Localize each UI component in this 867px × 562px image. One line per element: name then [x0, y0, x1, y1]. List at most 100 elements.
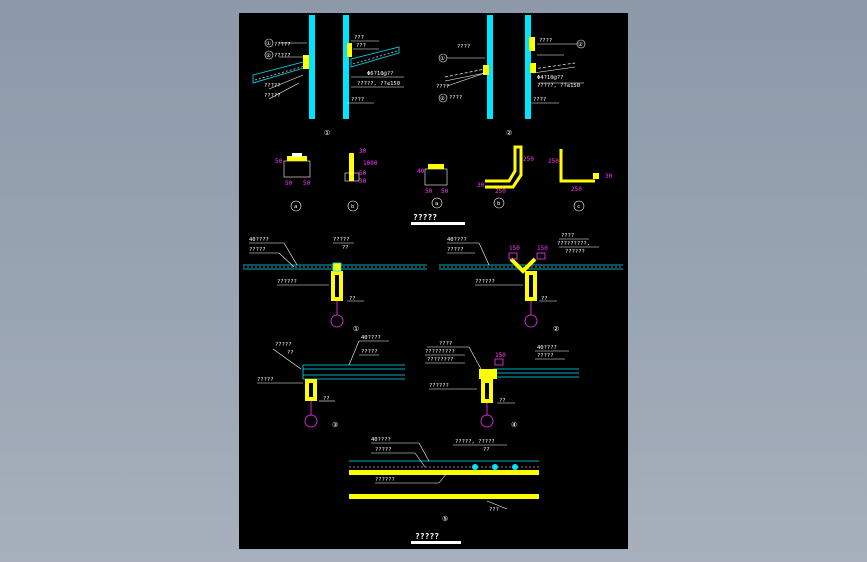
j4-label2: ?????????: [425, 349, 455, 355]
details-caption: ?????: [413, 213, 437, 222]
detail-b-number: b: [351, 204, 354, 210]
j4-number: ④: [511, 421, 517, 429]
anchor-right: [347, 43, 352, 57]
footer-caption-underline: [411, 541, 461, 544]
detail-c-number: c: [577, 204, 580, 210]
s1-bubble-mid: ②: [266, 52, 271, 59]
detail-a-dim1: 50: [275, 158, 283, 165]
j1-number: ①: [353, 325, 359, 333]
s1-label-c: ?????: [264, 93, 281, 99]
j5-label1: 40????: [371, 437, 391, 443]
j4-label3: ????????: [427, 357, 454, 363]
s1-label-top: ?????: [274, 42, 291, 48]
wall-detail-1: ????? ① ????? ② ????? ????? ??? ??? Φ6?1…: [252, 15, 404, 137]
j1-label1: 40????: [249, 237, 269, 243]
s2-label-l1: ????: [457, 44, 470, 50]
j2-label5: ?????????,: [557, 241, 590, 247]
wall-column-left: [309, 15, 315, 119]
anchor-left-2: [483, 65, 489, 75]
joint-detail-4: ???? ????????? ???????? 40???? ????? ???…: [425, 341, 579, 429]
s1-label-r4: ?????, ??≤150: [357, 81, 400, 87]
j5-top-beam: [349, 470, 539, 475]
s1-label-r5: ????: [351, 97, 364, 103]
wall-column-right: [343, 15, 349, 119]
j4-dim1: 150: [495, 352, 506, 359]
detail-b-dim4: 30: [359, 178, 367, 185]
detail-a2-dim3: 50: [441, 188, 449, 195]
detail-a2-number: a: [435, 201, 438, 207]
j5-bottom-beam: [349, 494, 539, 499]
s2-bubble-l2: ②: [440, 95, 445, 102]
j2-label4: ????: [561, 233, 574, 239]
detail-a-number: a: [294, 204, 297, 210]
j3-label4: 40????: [361, 335, 381, 341]
j2-label3: ??????: [475, 279, 495, 285]
detail-b-dim1: 30: [359, 148, 367, 155]
s1-label-r3: Φ6?10@??: [367, 71, 394, 77]
j1-label5: ??: [342, 245, 349, 251]
j5-label5: ??: [483, 447, 490, 453]
detail-b-bar: [349, 153, 354, 181]
s2-label-l3: ????: [449, 95, 462, 101]
detail-b-dim2: 1000: [363, 160, 378, 167]
j3-label2: ??: [287, 350, 294, 356]
s1-label-b: ?????: [264, 83, 281, 89]
j4-cap: [479, 369, 497, 379]
detail-c-profile: [559, 149, 595, 183]
j1-label4: ?????: [333, 237, 350, 243]
s2-label-r3: ?????, ??≤150: [537, 83, 580, 89]
s2-label-l2: ????: [436, 84, 449, 90]
j3-label5: ?????: [361, 349, 378, 355]
drawing-sheet: ????? ① ????? ② ????? ????? ??? ??? Φ6?1…: [239, 13, 628, 549]
j4-label1: ????: [439, 341, 452, 347]
j4-label4: 40????: [537, 345, 557, 351]
detail-b-dim3: 50: [359, 170, 367, 177]
j3-label1: ?????: [275, 342, 292, 348]
anchor-top-2: [529, 37, 535, 51]
j2-number: ②: [553, 325, 559, 333]
wall-column-left-2: [487, 15, 493, 119]
j4-label6: ??????: [429, 383, 449, 389]
anchor-right-2: [530, 63, 536, 73]
joint-detail-3: ????? ?? ????? 40???? ????? ?? ③: [257, 335, 405, 429]
j5-label3: ??????: [375, 477, 395, 483]
anchor-left: [303, 55, 309, 69]
footer-caption: ?????: [415, 532, 439, 541]
j2-label6: ??????: [565, 249, 585, 255]
detail-b2-dim3: 250: [495, 188, 506, 195]
detail-c-dim2: 250: [571, 186, 582, 193]
s1-label-r2: ???: [356, 43, 366, 49]
j3-label3: ?????: [257, 377, 274, 383]
s2-label-r2: Φ4?10@??: [537, 75, 564, 81]
detail-b2-dim1: 250: [523, 156, 534, 163]
detail-c-dim3: 30: [605, 173, 613, 180]
s1-label-r1: ???: [354, 35, 364, 41]
detail-a-dim2: 50: [285, 180, 293, 187]
s2-number: ②: [506, 129, 512, 137]
detail-a2-dim2: 50: [425, 188, 433, 195]
j2-label2: ?????: [447, 247, 464, 253]
detail-b2-profile: [485, 145, 523, 189]
detail-b2-dim2: 30: [477, 182, 485, 189]
j1-label2: ?????: [249, 247, 266, 253]
detail-a-frame: [283, 160, 311, 178]
small-details: 50 50 50 a 30 1000 50 30 b 40 50 50 a 25…: [275, 145, 613, 225]
s2-bubble-l1: ①: [440, 55, 445, 62]
j5-label2: ?????: [375, 447, 392, 453]
j2-brace: [509, 257, 537, 274]
s1-number: ①: [324, 129, 330, 137]
j2-label7: ??: [541, 296, 548, 302]
joint-detail-2: 40???? ????? ?????? ???? ?????????, ????…: [439, 233, 623, 333]
j5-label4: ?????, ?????: [455, 439, 495, 445]
joint-detail-1: 40???? ????? ?????? ????? ?? ?? ①: [243, 237, 427, 333]
j3-label6: ??: [323, 396, 330, 402]
s2-label-r1: ????: [539, 38, 552, 44]
detail-c-dim1: 250: [548, 158, 559, 165]
detail-a2-dim1: 40: [417, 168, 425, 175]
slab-right: [350, 46, 400, 68]
j1-label6: ??: [349, 296, 356, 302]
detail-a-dim3: 50: [303, 180, 311, 187]
j2-label1: 40????: [447, 237, 467, 243]
j1-label3: ??????: [277, 279, 297, 285]
j4-label7: ??: [499, 398, 506, 404]
